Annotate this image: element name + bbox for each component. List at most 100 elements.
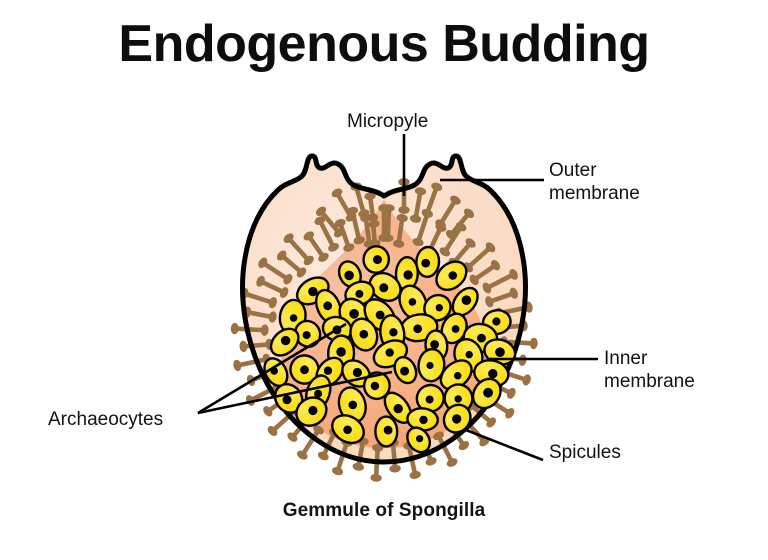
spicule-knob: [263, 406, 273, 417]
archaeocyte-nucleus: [349, 309, 359, 319]
spicule-knob: [345, 212, 357, 222]
spicule-knob: [297, 450, 308, 460]
spicule-knob: [378, 234, 390, 242]
figure-caption: Gemmule of Spongilla: [282, 500, 486, 521]
archaeocyte-nucleus: [375, 310, 385, 320]
spicule-knob: [256, 275, 265, 287]
label-micropyle: Micropyle: [347, 111, 429, 132]
archaeocyte-nucleus: [465, 350, 473, 359]
spicule-knob: [378, 204, 390, 212]
archaeocyte-nucleus: [421, 258, 431, 268]
spicule-knob: [465, 238, 476, 248]
spicule-knob: [490, 260, 501, 271]
archaeocyte-nucleus: [454, 395, 462, 403]
spicule-knob: [230, 322, 239, 335]
archaeocyte-nucleus: [483, 387, 493, 398]
archaeocyte-nucleus: [385, 348, 394, 357]
spicule-knob: [332, 466, 344, 476]
spicule-knob: [431, 182, 443, 192]
spicule-knob: [267, 426, 278, 436]
archaeocyte-nucleus: [461, 295, 472, 306]
spicule-rod: [306, 233, 326, 260]
spicule-knob: [331, 188, 343, 198]
label-outer-membrane: Outer membrane: [549, 160, 640, 204]
spicule-rod: [320, 430, 337, 459]
spicule-knob: [358, 209, 370, 218]
archaeocyte-nucleus: [426, 361, 434, 370]
spicule-rod: [424, 184, 440, 216]
archaeocyte-nucleus: [400, 366, 410, 376]
spicule-rod: [318, 208, 342, 236]
spicule-knob: [260, 324, 269, 336]
spicule-knob: [463, 208, 475, 219]
spicule-knob: [283, 273, 293, 285]
archaeocyte-nucleus: [454, 372, 462, 380]
spicule-rod: [235, 356, 269, 368]
spicule-knob: [409, 214, 422, 223]
spicule-knob: [315, 206, 327, 217]
archaeocyte-nucleus: [300, 365, 309, 375]
archaeocyte-nucleus: [302, 331, 311, 340]
archaeocyte-nucleus: [413, 324, 423, 334]
archaeocyte-nucleus: [373, 255, 382, 265]
leader-archaeocytes-b: [197, 370, 393, 415]
archaeocyte-nucleus: [452, 414, 462, 424]
archaeocyte-nucleus: [343, 425, 352, 435]
spicule-knob: [283, 233, 294, 244]
spicule-knob: [239, 340, 248, 353]
spicule-rod: [471, 262, 498, 283]
spicule-knob: [396, 214, 408, 222]
archaeocyte-nucleus: [389, 328, 398, 337]
spicule-rod: [337, 220, 352, 250]
spicule-knob: [370, 473, 382, 482]
spicule-knob: [318, 252, 329, 262]
spicule-knob: [450, 195, 461, 205]
archaeocyte-nucleus: [408, 298, 417, 306]
archaeocyte-nucleus: [314, 389, 323, 398]
spicule-knob: [317, 451, 329, 461]
spicule-knob: [529, 337, 538, 350]
spicule-rod: [436, 433, 455, 465]
archaeocyte-group: [263, 245, 517, 454]
archaeocyte-nucleus: [282, 395, 292, 405]
spicule-knob: [343, 243, 355, 252]
spicule-rod: [353, 184, 367, 216]
archaeocyte-nucleus: [308, 286, 318, 297]
spicule-rod: [413, 188, 423, 222]
spicule-knob: [446, 458, 458, 467]
spicule-knob: [485, 296, 494, 308]
spicule-knob: [414, 187, 427, 196]
spicule-rod: [242, 291, 276, 306]
label-spicules: Spicules: [549, 442, 621, 463]
archaeocyte-nucleus: [448, 271, 458, 280]
archaeocyte-nucleus: [336, 347, 346, 357]
spicule-rod: [363, 215, 372, 247]
spicule-knob: [389, 464, 401, 473]
label-inner-membrane: Inner membrane: [604, 348, 695, 392]
spicule-knob: [313, 425, 324, 435]
spicule-knob: [425, 457, 437, 466]
spicule-rod: [335, 440, 350, 474]
spicule-knob: [435, 219, 446, 229]
archaeocyte-nucleus: [280, 335, 291, 346]
spicule-knob: [509, 287, 518, 299]
archaeocyte-nucleus: [495, 347, 505, 358]
leader-archaeocytes-a: [197, 322, 347, 415]
spicule-knob: [486, 417, 496, 428]
archaeocyte-nucleus: [289, 314, 298, 322]
spicule-knob: [398, 206, 410, 214]
spicule-knob: [409, 470, 421, 479]
archaeocyte-nucleus: [430, 340, 439, 349]
spicule-knob: [458, 441, 470, 451]
archaeocyte-nucleus: [488, 369, 498, 379]
spicule-knob: [287, 432, 298, 442]
archaeocyte-nucleus: [403, 270, 413, 280]
archaeocyte-nucleus: [352, 367, 362, 378]
archaeocyte-nucleus: [492, 317, 501, 326]
spicule-knob: [372, 443, 384, 452]
spicule-rod: [317, 218, 336, 250]
archaeocyte-nucleus: [393, 404, 403, 414]
spicule-knob: [509, 269, 518, 280]
archaeocyte-nucleus: [344, 270, 354, 281]
leader-spicules: [465, 428, 544, 462]
